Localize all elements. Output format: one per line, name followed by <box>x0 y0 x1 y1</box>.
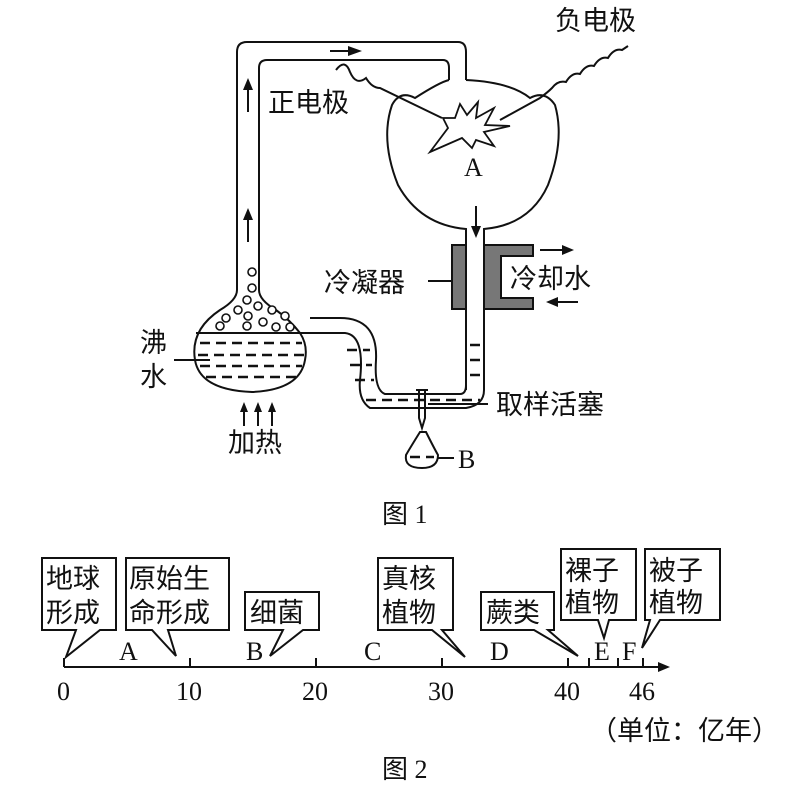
tick-label: 40 <box>554 677 580 706</box>
svg-text:命形成: 命形成 <box>129 598 210 629</box>
positive-electrode-label: 正电极 <box>268 88 349 119</box>
negative-electrode-wire <box>499 45 629 121</box>
positive-electrode-wire <box>335 63 443 119</box>
segment-label: E <box>594 637 610 666</box>
svg-text:形成: 形成 <box>46 598 100 629</box>
sample-flask <box>404 431 454 470</box>
svg-text:植物: 植物 <box>649 588 703 619</box>
sampling-valve <box>416 389 488 432</box>
callout: 地球 形成 <box>41 557 117 661</box>
svg-text:地球: 地球 <box>46 564 100 595</box>
tick-label: 46 <box>629 677 655 706</box>
sampling-valve-label: 取样活塞 <box>496 390 604 421</box>
heat-arrows <box>240 402 276 426</box>
inner-tube <box>258 59 450 290</box>
axis-ticks <box>63 658 644 667</box>
svg-text:细菌: 细菌 <box>250 598 304 629</box>
svg-text:真核: 真核 <box>382 564 436 595</box>
sample-flask-label: B <box>458 445 475 474</box>
svg-text:植物: 植物 <box>565 588 619 619</box>
water-dashes <box>198 341 482 402</box>
cooling-water-label: 冷却水 <box>510 264 591 295</box>
callout: 蕨类 <box>480 591 579 657</box>
flow-arrows <box>243 46 481 242</box>
bubbles <box>215 267 295 332</box>
svg-text:原始生: 原始生 <box>129 564 210 595</box>
svg-text:植物: 植物 <box>382 598 436 629</box>
tick-label: 30 <box>428 677 454 706</box>
callout: 细菌 <box>244 591 320 657</box>
segment-label: F <box>622 637 636 666</box>
spark-chamber <box>386 79 560 240</box>
segment-label: D <box>490 637 509 666</box>
heating-label: 加热 <box>228 428 282 459</box>
tick-label: 0 <box>57 677 70 706</box>
segment-label: C <box>364 637 381 666</box>
boiling-water-label-2: 水 <box>140 362 167 393</box>
spark-icon <box>427 99 511 155</box>
figure1-caption: 图 1 <box>382 500 428 529</box>
negative-electrode-label: 负电极 <box>555 6 636 37</box>
segment-label: A <box>119 637 138 666</box>
axis-arrow-icon <box>658 662 670 672</box>
callout: 裸子 植物 <box>560 548 637 642</box>
segment-label: B <box>246 637 263 666</box>
apparatus <box>174 41 629 470</box>
svg-text:裸子: 裸子 <box>565 556 619 587</box>
condenser-label: 冷凝器 <box>324 268 405 299</box>
svg-text:蕨类: 蕨类 <box>486 598 540 629</box>
tick-label: 20 <box>302 677 328 706</box>
chamber-label: A <box>464 153 483 182</box>
tick-label: 10 <box>176 677 202 706</box>
unit-label: （单位：亿年） <box>590 716 779 747</box>
svg-text:被子: 被子 <box>649 556 703 587</box>
callout: 真核 植物 <box>377 557 466 658</box>
timeline <box>63 658 670 672</box>
boiling-water-label-1: 沸 <box>140 328 167 359</box>
callout: 被子 植物 <box>641 548 721 649</box>
callout: 原始生 命形成 <box>125 557 230 657</box>
figure2-caption: 图 2 <box>382 755 428 784</box>
cooling-jacket <box>483 244 534 310</box>
outer-tube <box>236 41 467 290</box>
condenser <box>451 244 467 310</box>
